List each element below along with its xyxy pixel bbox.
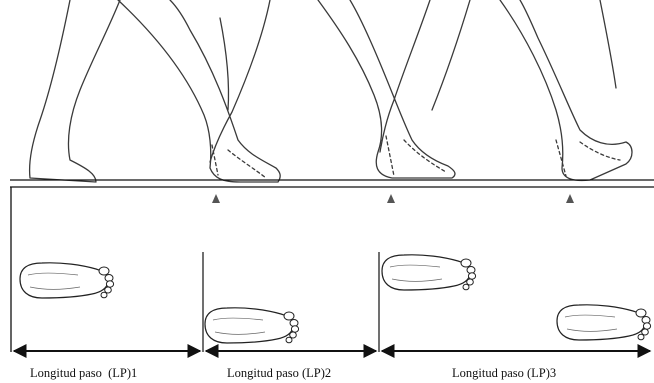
walking-legs-illustration (30, 0, 632, 182)
step-length-label-1: Longitud paso (LP)1 (30, 364, 137, 382)
heel-marker-icon (212, 194, 220, 203)
step-length-label-3: Longitud paso (LP)3 (452, 364, 556, 382)
footprint-icon (20, 263, 114, 298)
step-length-label-2: Longitud paso (LP)2 (227, 364, 331, 382)
footprint-icon (382, 255, 476, 290)
footprint-icon (557, 305, 651, 340)
heel-marker-icon (566, 194, 574, 203)
heel-marker-icon (387, 194, 395, 203)
footprint-icon (205, 308, 299, 343)
